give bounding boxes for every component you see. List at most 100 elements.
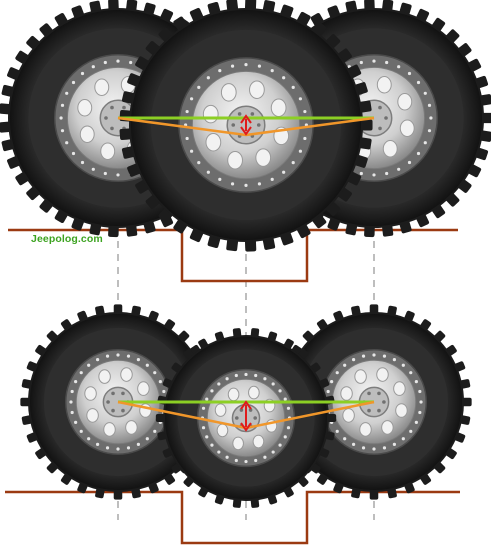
bolt	[343, 437, 347, 441]
bolt	[416, 80, 421, 85]
bolt	[409, 429, 413, 433]
lug-nut	[122, 105, 126, 110]
bolt	[79, 429, 83, 433]
pivot-line-bottom	[117, 400, 375, 430]
rim-hole	[340, 386, 353, 401]
bolt	[217, 450, 221, 454]
bolt	[80, 160, 85, 165]
lug-nut	[253, 416, 257, 420]
bolt	[136, 358, 141, 362]
lug-nut	[111, 408, 115, 413]
bolt	[343, 363, 347, 367]
bolt	[409, 371, 413, 375]
rim-hole	[84, 386, 97, 401]
bolt	[372, 353, 376, 357]
bolt	[257, 182, 262, 186]
bolt	[427, 129, 432, 133]
bolt	[71, 151, 76, 156]
bolt	[136, 442, 141, 446]
bolt	[270, 177, 274, 182]
bolt	[129, 60, 133, 65]
rim-hole	[382, 140, 398, 158]
bolt	[397, 167, 401, 171]
bolt	[401, 363, 405, 367]
rim-hole	[249, 80, 265, 99]
lug-nut	[248, 408, 253, 412]
rim-hole	[270, 98, 287, 118]
rim-hole	[137, 381, 150, 396]
rim-hole	[399, 119, 415, 138]
rim-hole	[125, 420, 138, 435]
rim-hole	[98, 369, 111, 384]
arrow-head-down	[240, 126, 252, 136]
bolt	[303, 136, 307, 141]
bolt	[205, 435, 209, 439]
bolt	[351, 442, 356, 446]
bolt	[263, 377, 267, 381]
bolt	[145, 437, 149, 441]
bolt	[105, 446, 110, 450]
bolt	[65, 91, 69, 95]
bolt	[257, 64, 262, 68]
rim-hole	[232, 436, 244, 451]
bolt	[60, 103, 65, 107]
bolt	[87, 437, 91, 441]
lug-nut	[384, 116, 388, 120]
beadlock-bolts	[69, 353, 167, 451]
bolt	[71, 80, 76, 85]
bolt	[116, 353, 120, 357]
bolt	[278, 389, 282, 393]
arrow-head-down	[240, 422, 252, 432]
bolt	[291, 85, 295, 89]
bolt	[158, 379, 162, 384]
bolt	[414, 420, 418, 425]
bolt	[244, 459, 248, 464]
lug-nut	[231, 123, 236, 127]
watermark-text: Jeepolog.com	[31, 233, 103, 245]
bolt	[185, 136, 189, 141]
bolt	[351, 358, 356, 362]
bolt	[392, 442, 397, 446]
bolt	[80, 71, 85, 76]
rim-hole	[120, 367, 133, 382]
lug-nut	[235, 416, 239, 420]
bolt	[372, 173, 376, 177]
bolt	[271, 450, 275, 454]
bolt	[359, 60, 363, 65]
beadlock-bolts	[325, 353, 423, 451]
bolt	[69, 400, 73, 404]
bolt	[423, 141, 427, 145]
rim-hole	[342, 408, 355, 423]
lug-nut	[250, 112, 255, 116]
lug-nut	[110, 126, 114, 131]
bolt	[291, 161, 295, 165]
bolt	[210, 389, 214, 393]
lug-nut	[367, 391, 371, 396]
rim-hole	[100, 142, 116, 160]
bolt	[217, 382, 221, 386]
bolt	[335, 371, 339, 375]
bolt	[59, 116, 63, 120]
bolt	[116, 447, 120, 451]
bolt	[103, 60, 107, 65]
lug-nut	[239, 408, 244, 412]
bolt	[361, 354, 366, 358]
beadlock-bolts	[315, 59, 433, 177]
bolt	[361, 446, 366, 450]
bolt	[189, 149, 194, 153]
bolt	[429, 116, 433, 120]
bolt	[126, 354, 131, 358]
bolt	[372, 59, 376, 63]
bolt	[65, 141, 69, 145]
rim-hole	[227, 151, 243, 170]
rim-hole	[205, 132, 222, 152]
bolt	[335, 429, 339, 433]
rim-hole	[376, 367, 389, 382]
bolt	[234, 373, 238, 378]
bolt	[326, 389, 330, 394]
lug-nut	[382, 400, 386, 404]
rim-hole	[77, 98, 93, 117]
bolt	[244, 63, 248, 67]
